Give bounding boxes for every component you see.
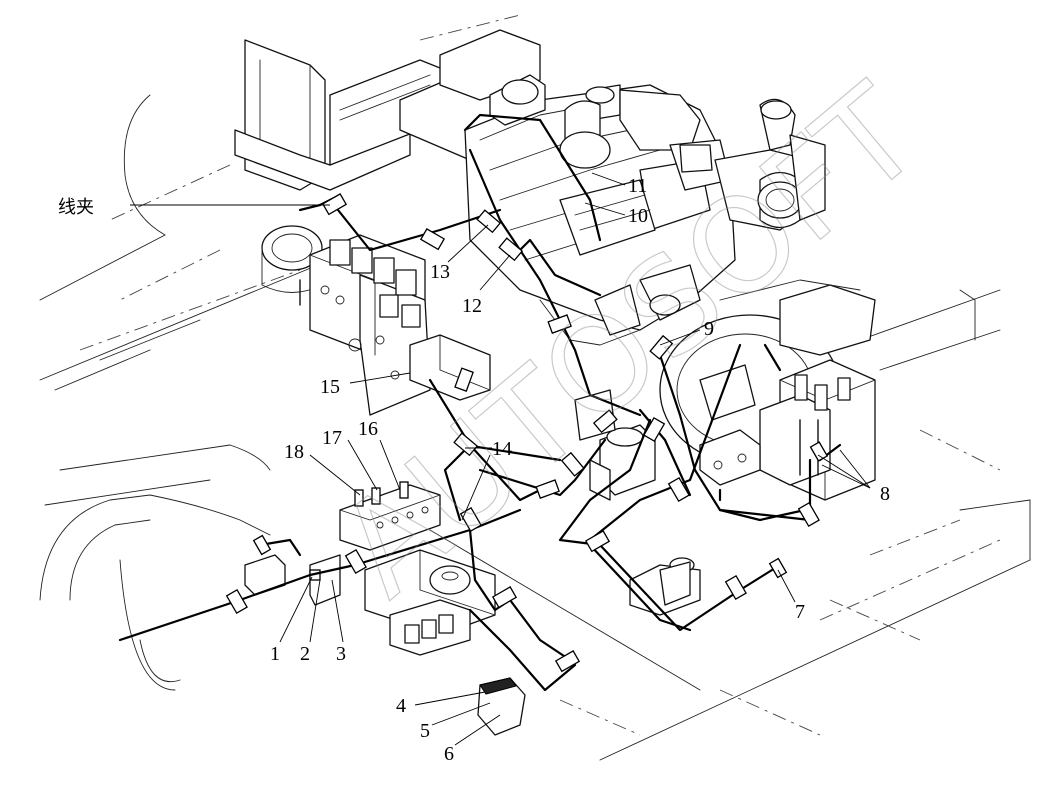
- callout-4: 4: [396, 695, 406, 717]
- rear-bracket: [629, 557, 701, 616]
- connector: [724, 574, 747, 601]
- callout-12: 12: [462, 295, 482, 317]
- callout-6: 6: [444, 743, 454, 765]
- callout-clip: 线夹: [58, 197, 94, 218]
- callout-1: 1: [270, 643, 280, 665]
- connector: [584, 530, 611, 553]
- connector: [491, 586, 518, 609]
- solenoid-stack: [329, 239, 421, 328]
- connector: [649, 334, 674, 360]
- harness-connectors: [225, 193, 829, 673]
- connector: [592, 409, 618, 434]
- bottom-left-sensor-group: [244, 554, 341, 606]
- callout-15: 15: [320, 376, 340, 398]
- callout-8: 8: [880, 483, 890, 505]
- callout-13: 13: [430, 261, 450, 283]
- left-mid-valve: [339, 481, 441, 551]
- chassis-outline: [39, 14, 1031, 761]
- connector: [344, 548, 367, 575]
- connector: [252, 534, 272, 556]
- connector: [453, 432, 479, 457]
- connector: [560, 451, 585, 477]
- callout-labels: 线夹 1 2 3 4 5 6 7 8 9 10 11 12 13 14 15 1…: [58, 175, 890, 765]
- callout-9: 9: [704, 318, 714, 340]
- main-valve-block: [309, 234, 491, 416]
- connector: [554, 650, 581, 673]
- right-valve-block: [699, 359, 876, 501]
- leader-lines: [130, 172, 871, 746]
- connector: [321, 193, 348, 216]
- connector: [476, 209, 502, 234]
- left-pump: [261, 225, 323, 306]
- callout-18: 18: [284, 441, 304, 463]
- connector: [498, 237, 524, 262]
- callout-17: 17: [322, 427, 342, 449]
- callout-2: 2: [300, 643, 310, 665]
- callout-10: 10: [628, 205, 648, 227]
- cab-structure: [234, 29, 541, 191]
- callout-16: 16: [358, 418, 378, 440]
- callout-14: 14: [492, 438, 512, 460]
- connector: [225, 588, 248, 615]
- connector: [643, 416, 666, 443]
- connector: [454, 367, 474, 392]
- connector: [547, 314, 572, 334]
- connector: [667, 476, 690, 503]
- connector: [419, 228, 446, 251]
- callout-5: 5: [420, 720, 430, 742]
- callout-3: 3: [336, 643, 346, 665]
- connector: [797, 501, 820, 528]
- callout-11: 11: [628, 175, 647, 197]
- connector: [535, 479, 560, 499]
- connector: [768, 557, 788, 579]
- callout-7: 7: [795, 601, 805, 623]
- wiring-harness: [118, 113, 842, 692]
- lower-valve-block: [364, 549, 526, 736]
